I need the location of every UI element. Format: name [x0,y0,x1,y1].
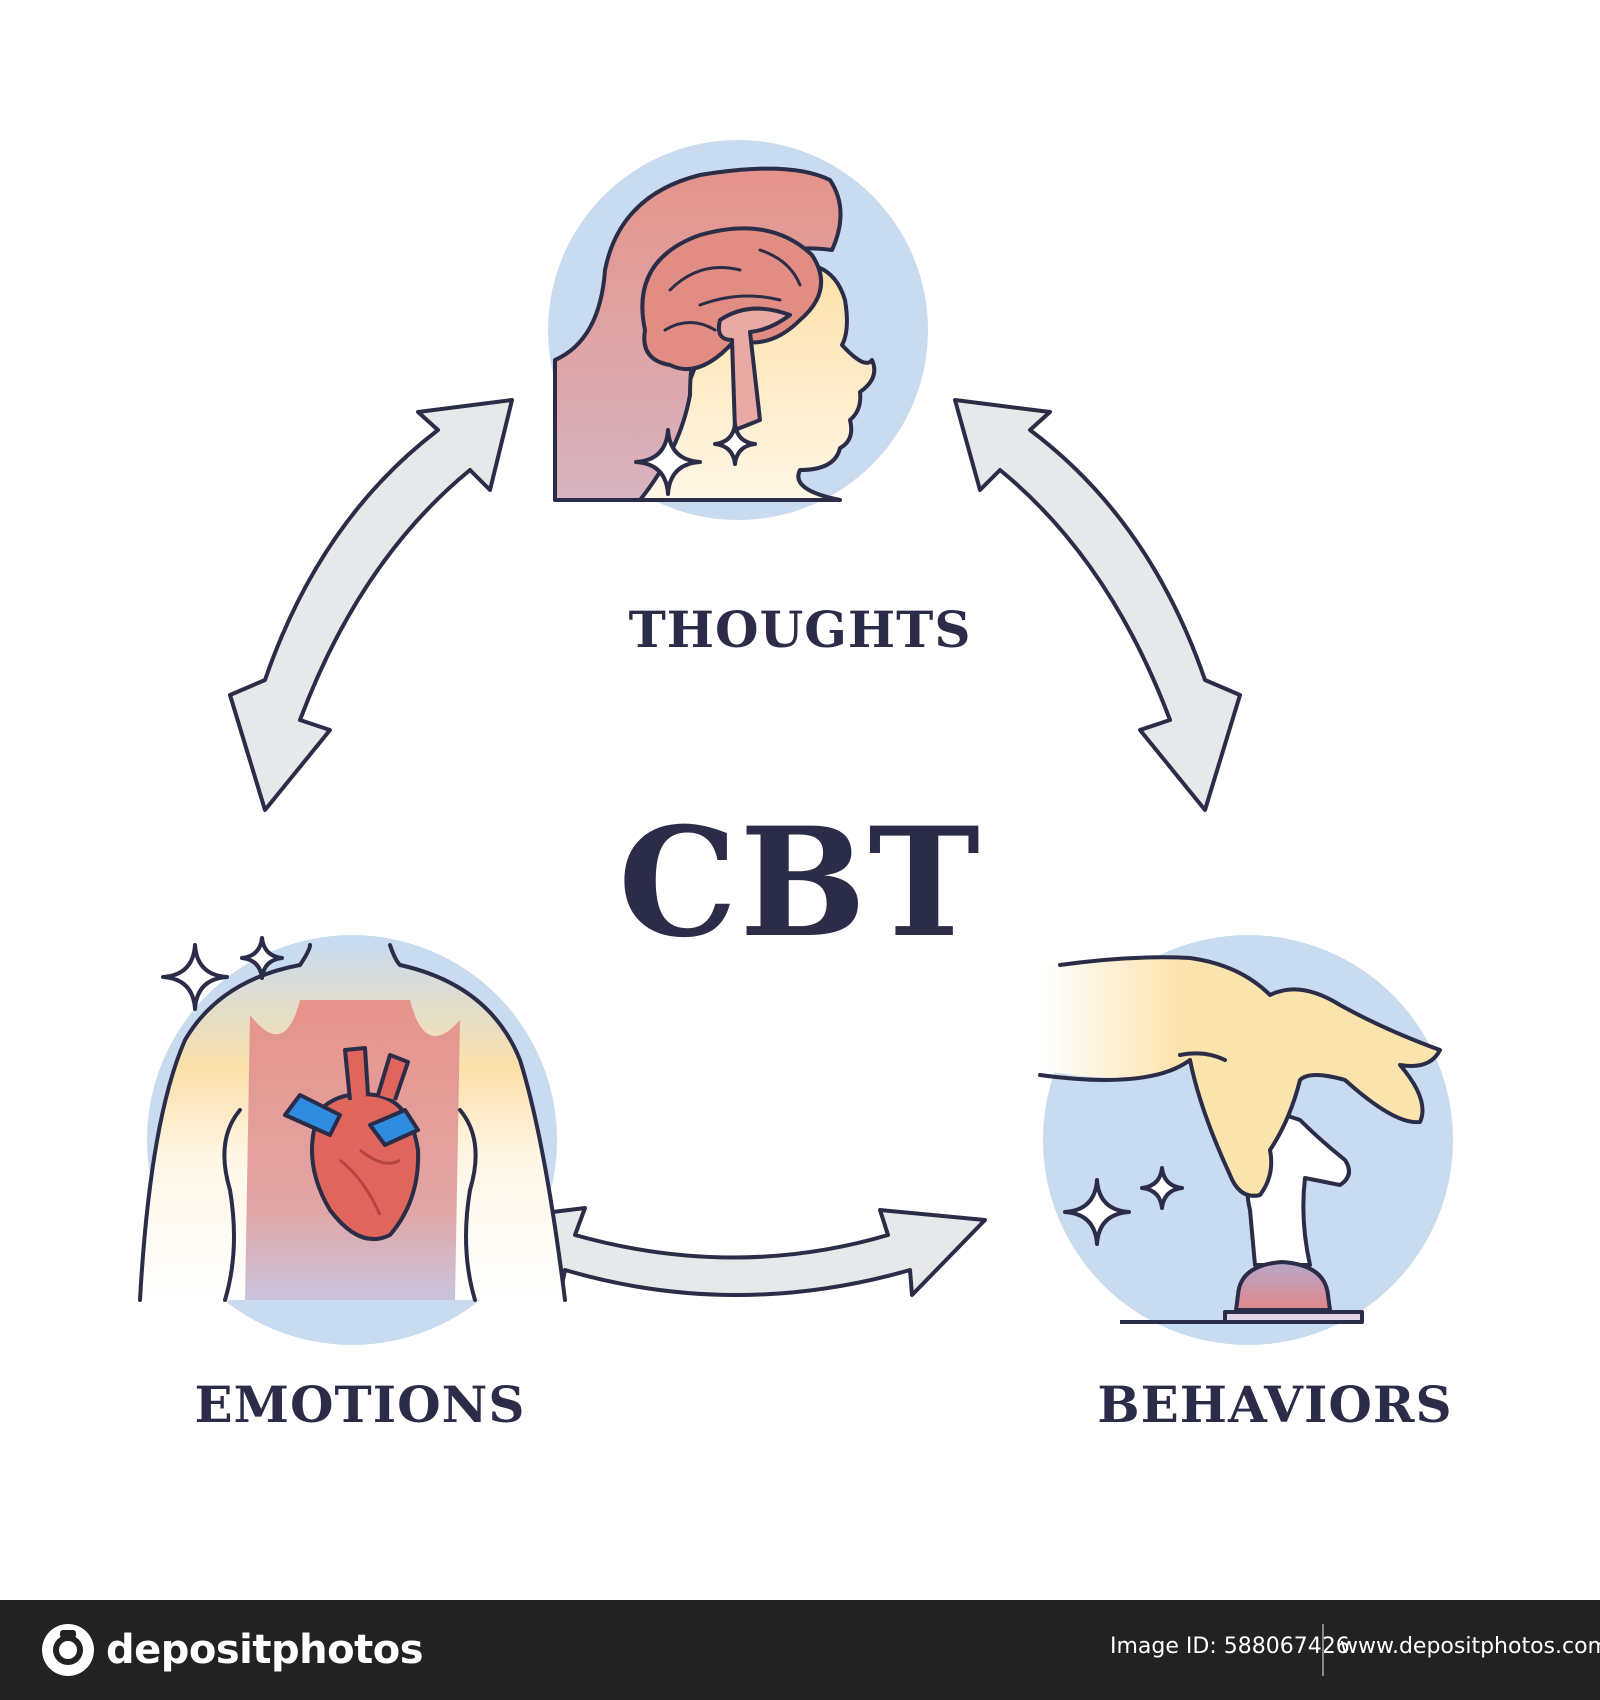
center-label: CBT [618,795,982,971]
chest-heart-icon [138,935,567,1345]
site-link[interactable]: www.depositphotos.com [1340,1634,1600,1659]
footer-divider [1322,1624,1324,1676]
brand-name: depositphotos [106,1627,424,1673]
arrow-thoughts-behaviors [953,398,1242,812]
head-brain-icon [548,140,928,520]
arrow-emotions-behaviors [486,1206,987,1297]
node-label-thoughts: THOUGHTS [628,600,972,659]
depositphotos-logo-icon [42,1624,94,1676]
cbt-diagram [138,140,1453,1345]
hand-chess-knight-icon [1038,935,1453,1345]
brand[interactable]: depositphotos [40,1622,424,1678]
arrow-thoughts-emotions [228,398,514,812]
footer-bar: depositphotos Image ID: 588067426 www.de… [0,1600,1600,1700]
node-label-emotions: EMOTIONS [194,1375,526,1434]
node-label-behaviors: BEHAVIORS [1097,1375,1453,1434]
image-id-text: Image ID: 588067426 [1110,1634,1350,1659]
